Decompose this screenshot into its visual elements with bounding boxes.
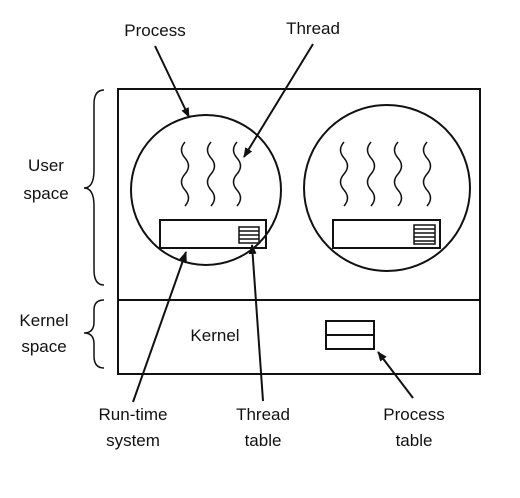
user-space-label-line1: User [28,156,64,175]
runtime-system-label-line1: Run-time [99,405,168,424]
thread-icon [393,141,403,207]
system-box [117,88,481,375]
arrow-process [154,45,190,118]
process-circle-right [303,104,471,272]
user-space-label-line2: space [23,184,68,203]
arrow-process-table [377,351,414,399]
user-space-brace [83,89,105,286]
arrow-thread-table [248,244,264,402]
process-circle-left [130,114,282,266]
process-table-box [325,320,375,350]
runtime-system-label-line2: system [106,431,160,450]
process-table-label-line2: table [396,431,433,450]
thread-table-label-line2: table [245,431,282,450]
process-label: Process [124,21,185,40]
thread-table-label-line1: Thread [236,405,290,424]
thread-table-left [238,226,260,244]
process-table-label-line1: Process [383,405,444,424]
threads-right [339,141,432,207]
thread-icon [366,141,376,207]
kernel-space-label-line2: space [21,337,66,356]
arrow-runtime-system [132,251,187,403]
thread-icon [206,141,216,207]
runtime-system-box-right [332,219,441,249]
runtime-system-box-left [159,219,267,249]
kernel-space-brace [83,299,105,369]
thread-icon [339,141,349,207]
thread-label: Thread [286,19,340,38]
arrow-thread [243,43,314,158]
thread-table-right [413,224,436,245]
thread-icon [422,141,432,207]
thread-icon [232,141,242,207]
kernel-label: Kernel [190,326,239,345]
thread-icon [180,141,190,207]
threads-left [180,141,242,207]
kernel-space-label-line1: Kernel [19,311,68,330]
